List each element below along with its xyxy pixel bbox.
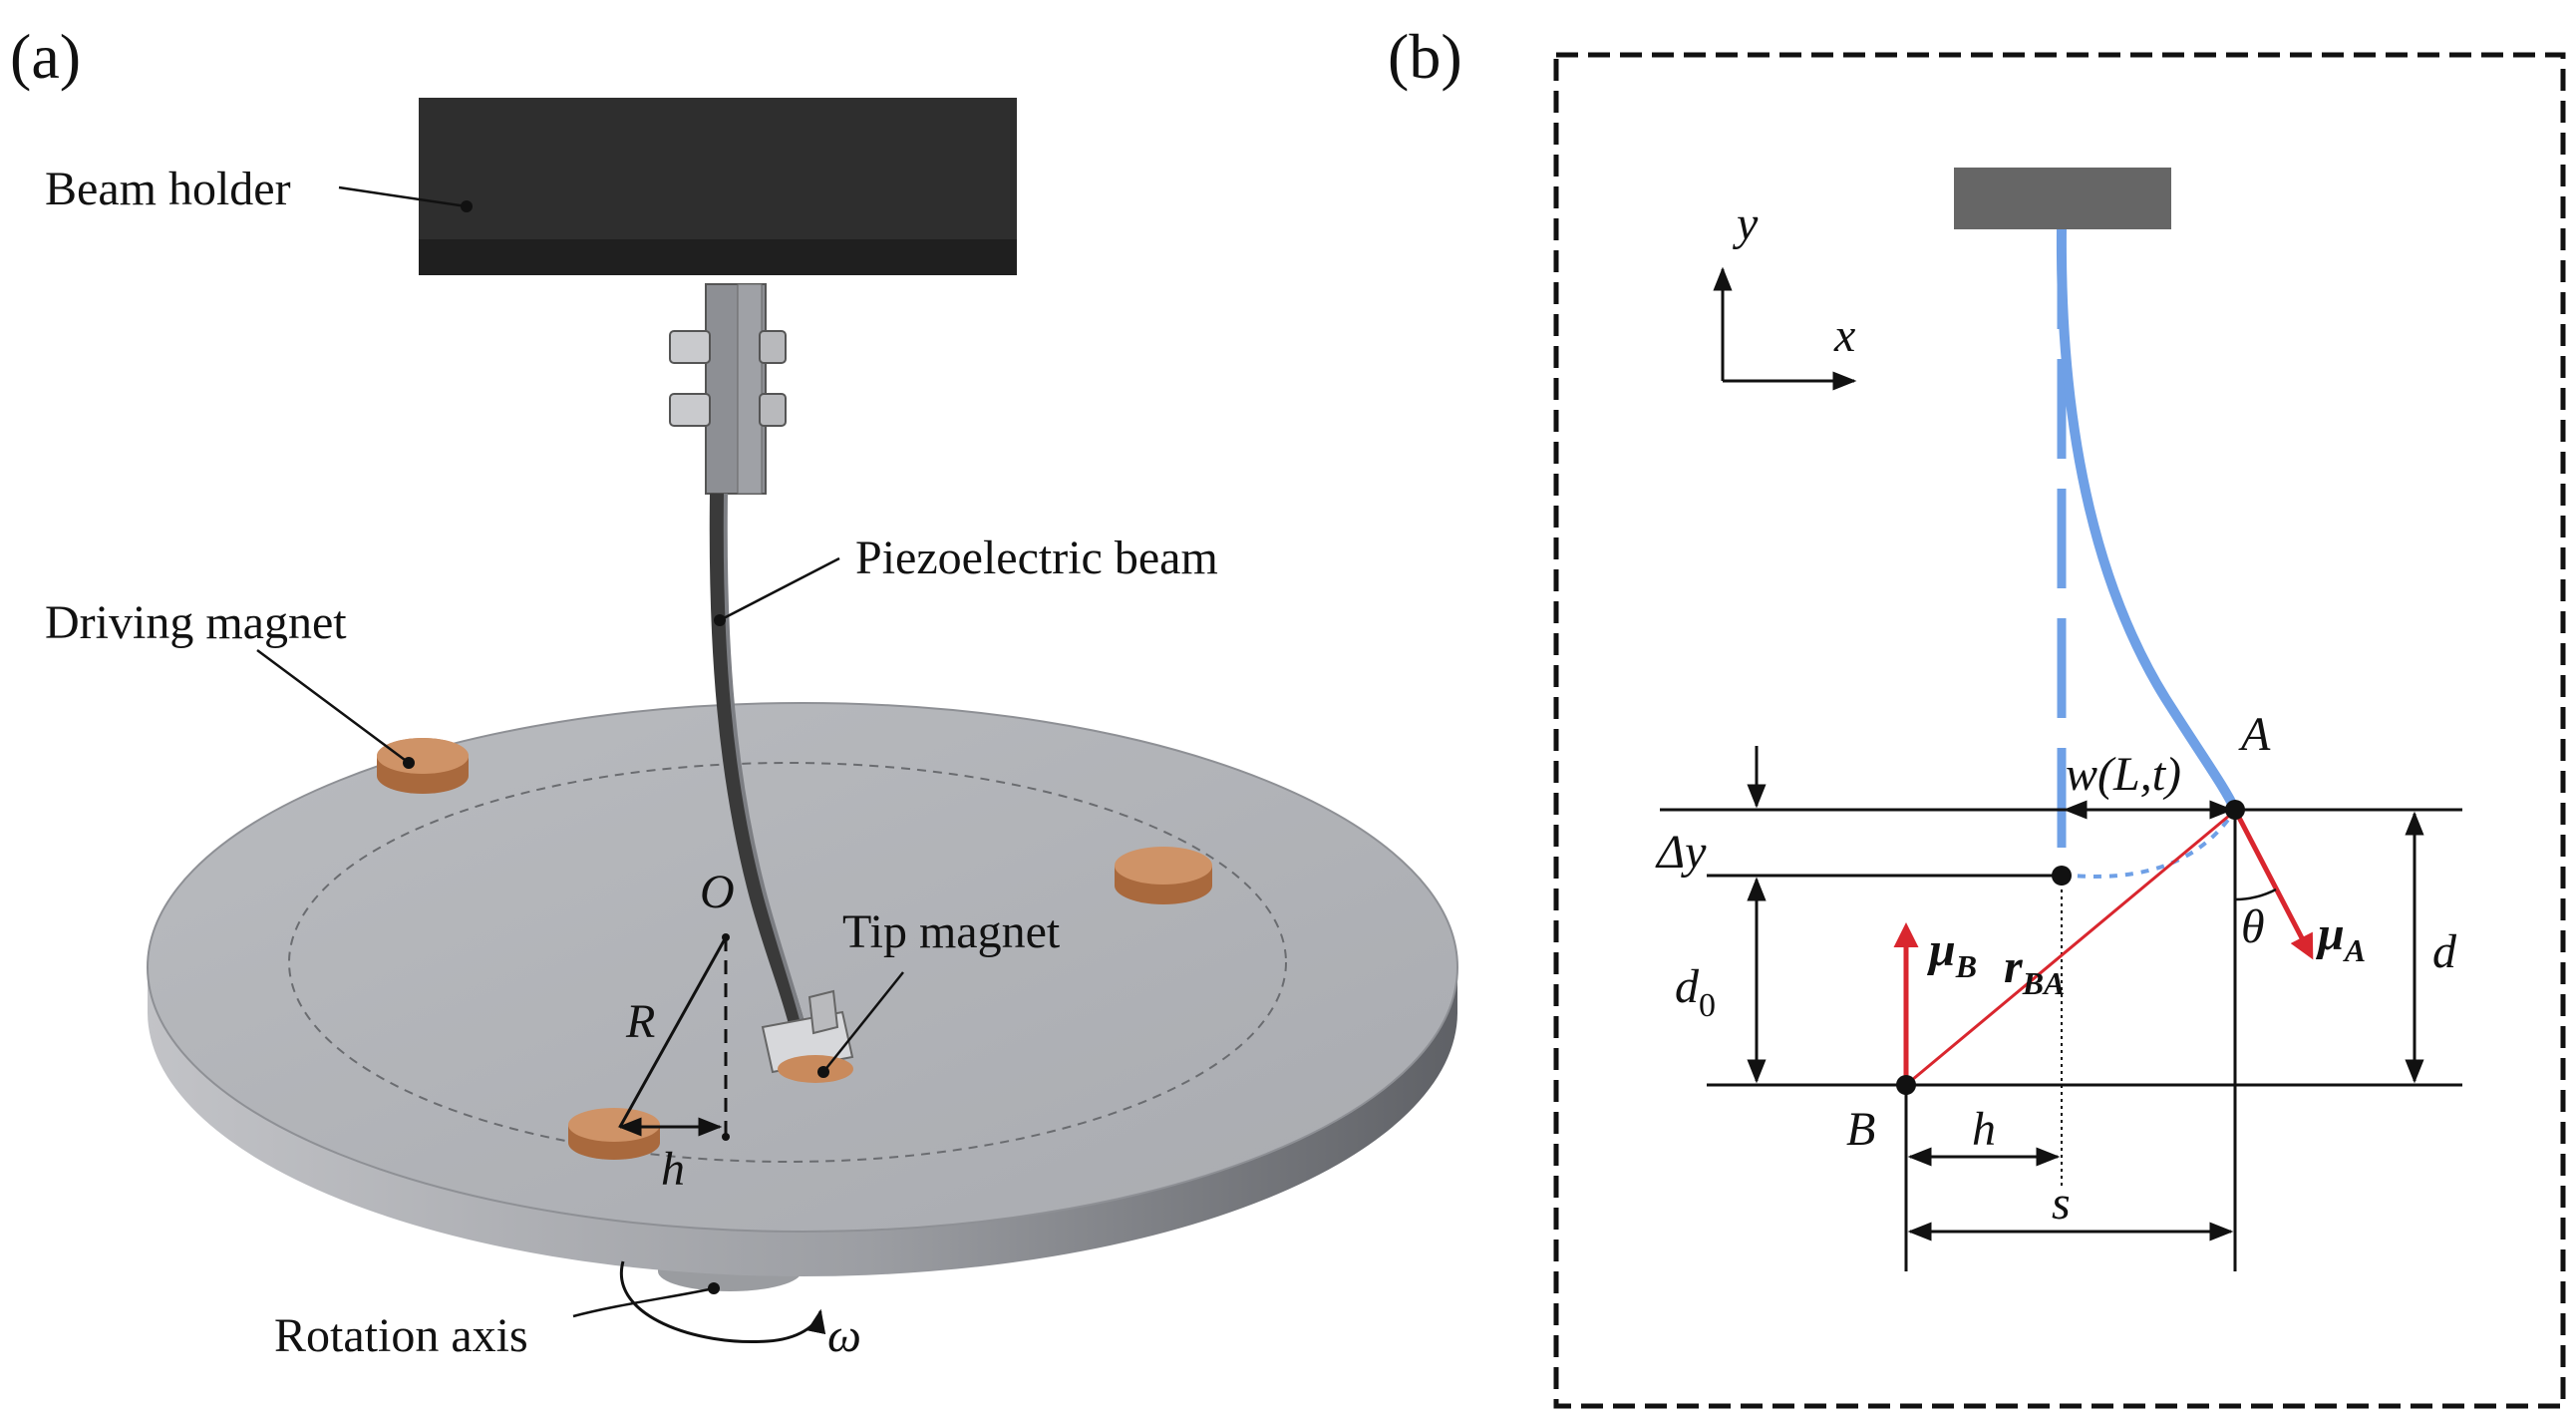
label-driving-magnet: Driving magnet bbox=[45, 596, 347, 649]
label-d0: d0 bbox=[1675, 960, 1716, 1024]
label-omega: ω bbox=[827, 1309, 861, 1362]
leader-driving-magnet bbox=[256, 648, 410, 765]
tip-magnet-block bbox=[761, 989, 854, 1083]
rotation-direction-arrow bbox=[619, 1260, 826, 1344]
theta-arc bbox=[2234, 888, 2277, 901]
beam-holder-block bbox=[419, 98, 1017, 275]
label-tip-magnet: Tip magnet bbox=[842, 905, 1061, 958]
dimension-w: w(L,t) bbox=[2063, 748, 2234, 820]
label-o: O bbox=[700, 866, 735, 918]
panel-b-frame bbox=[1553, 52, 2566, 1409]
label-delta-y: Δy bbox=[1655, 826, 1707, 879]
leader-rotation-axis bbox=[572, 1286, 715, 1318]
panel-a-label: (a) bbox=[10, 21, 81, 92]
label-a: A bbox=[2238, 708, 2271, 761]
label-b: B bbox=[1846, 1103, 1875, 1156]
driving-magnet-right bbox=[1115, 847, 1212, 904]
dimension-d0: d0 bbox=[1675, 877, 1767, 1084]
tip-trajectory bbox=[2061, 808, 2237, 879]
piezoelectric-beam-strip bbox=[709, 493, 805, 1029]
dimension-s: s bbox=[1907, 1177, 2234, 1242]
label-beam-holder: Beam holder bbox=[45, 163, 291, 215]
beam-support bbox=[1954, 168, 2171, 229]
driving-magnet-left-top bbox=[377, 738, 469, 794]
axis-y-label: y bbox=[1732, 197, 1759, 250]
leader-tip-magnet bbox=[822, 971, 904, 1073]
panel-b-label: (b) bbox=[1388, 21, 1462, 92]
label-rotation-axis: Rotation axis bbox=[274, 1309, 528, 1362]
rotating-disk bbox=[147, 702, 1458, 1276]
panel-a: (a) bbox=[10, 21, 1458, 1362]
deflected-beam bbox=[2056, 228, 2240, 813]
point-a bbox=[2225, 800, 2245, 820]
label-s: s bbox=[2052, 1177, 2071, 1230]
beam-clamp bbox=[669, 283, 787, 495]
label-d: d bbox=[2432, 925, 2457, 978]
geometry-o-r-h bbox=[617, 933, 730, 1141]
label-h-b: h bbox=[1972, 1103, 1996, 1156]
label-r-ba: rBA bbox=[2004, 940, 2065, 1001]
label-piezoelectric-beam: Piezoelectric beam bbox=[855, 532, 1218, 584]
vector-r-ba bbox=[1905, 814, 2230, 1087]
label-mu-b: μB bbox=[1926, 923, 1977, 984]
leader-beam-holder bbox=[338, 185, 468, 208]
vector-mu-a bbox=[2232, 808, 2314, 960]
coordinate-axes: y x bbox=[1713, 197, 1857, 391]
dimension-d: d bbox=[2405, 811, 2457, 1084]
axis-x-label: x bbox=[1833, 309, 1855, 362]
point-b bbox=[1896, 1075, 1916, 1095]
label-r: R bbox=[625, 995, 655, 1048]
panel-b: (b) y x Δy bbox=[1388, 21, 2566, 1409]
dimension-h-b: h bbox=[1907, 1103, 2061, 1167]
point-tip-original bbox=[2052, 866, 2072, 886]
label-theta: θ bbox=[2241, 900, 2265, 953]
label-mu-a: μA bbox=[2315, 907, 2366, 968]
dimension-delta-y: Δy bbox=[1655, 746, 1767, 937]
magnet-orbit-circle bbox=[288, 762, 1287, 1163]
leader-piezo-beam bbox=[719, 556, 840, 622]
driving-magnet-bottom bbox=[568, 1108, 660, 1160]
label-w: w(L,t) bbox=[2066, 748, 2181, 801]
label-h-a: h bbox=[661, 1143, 685, 1196]
